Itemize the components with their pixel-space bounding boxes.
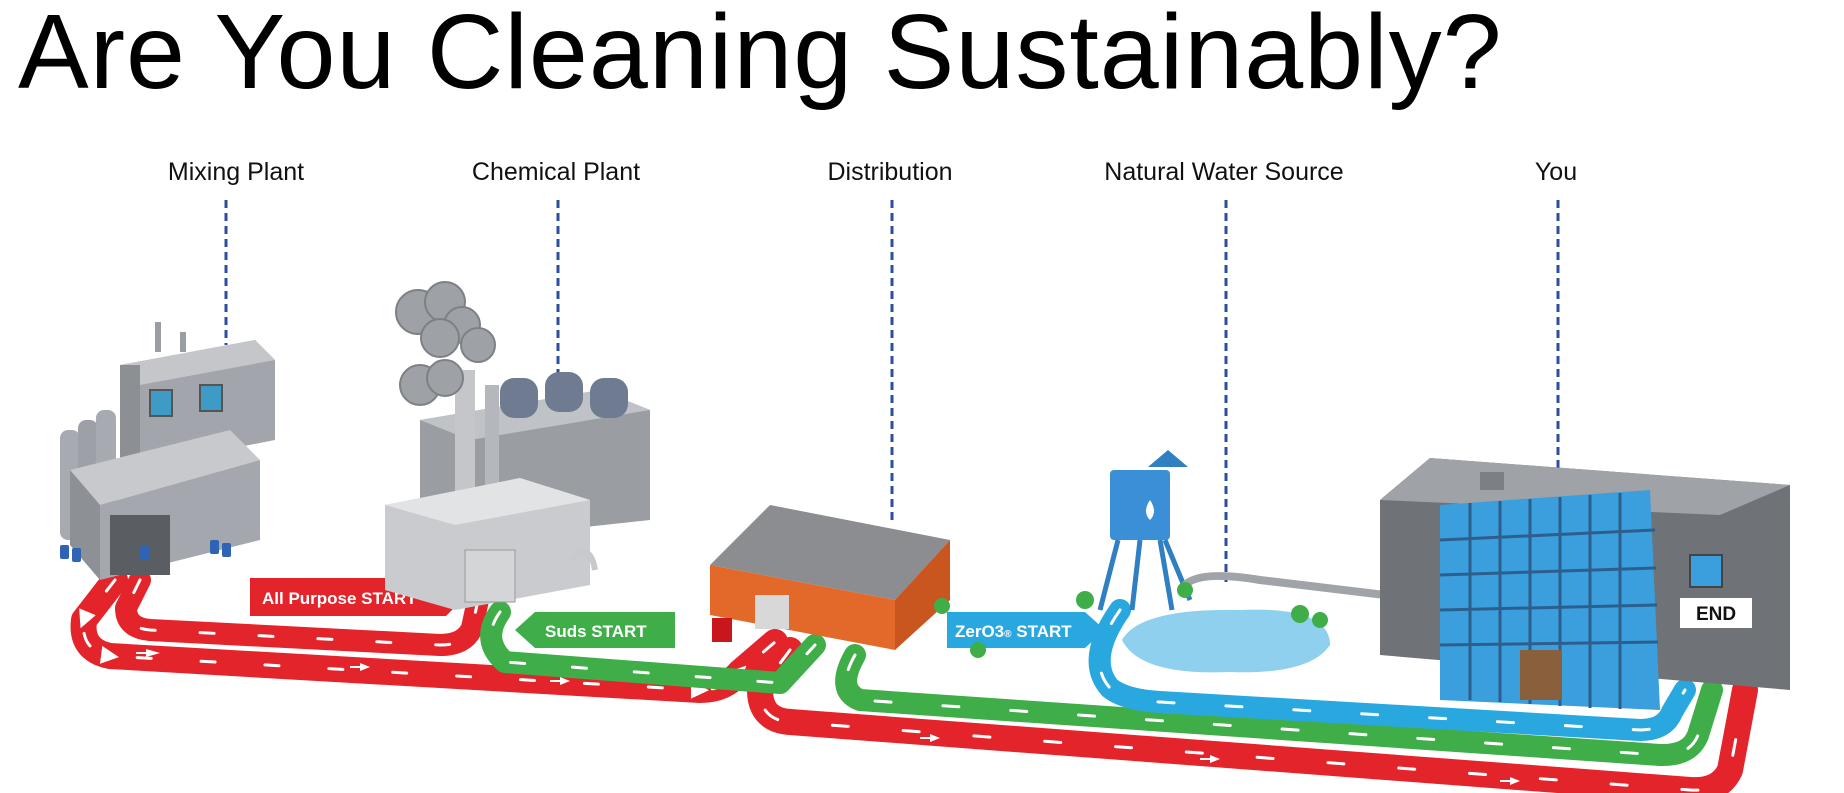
natural-pond xyxy=(1122,609,1330,673)
trees xyxy=(934,582,1328,658)
end-label: END xyxy=(1696,604,1736,625)
tag-zero3-mark: ® xyxy=(1004,629,1012,640)
stage-label-natural-water-source: Natural Water Source xyxy=(1104,158,1344,186)
pipe xyxy=(1182,572,1386,599)
stage-label-distribution: Distribution xyxy=(827,158,953,186)
stage-label-you: You xyxy=(1534,158,1578,186)
stage-label-mixing-plant: Mixing Plant xyxy=(167,158,305,186)
mixing-plant-building xyxy=(60,322,275,580)
leader-lines xyxy=(224,200,1560,582)
route-suds xyxy=(480,601,1723,767)
page-title: Are You Cleaning Sustainably? xyxy=(18,0,1503,111)
route-all-purpose xyxy=(70,567,1758,793)
tag-suds-start: Suds START xyxy=(515,612,675,648)
distribution-warehouse xyxy=(710,505,950,650)
tag-zero3-brand: ZerO3 xyxy=(955,622,1004,641)
svg-text:ZerO3® START: ZerO3® START xyxy=(955,622,1072,641)
tag-zero3-rest: START xyxy=(1012,622,1073,641)
tag-all-purpose-label: All Purpose START xyxy=(262,589,417,608)
route-zero3 xyxy=(1088,599,1696,741)
tag-suds-label: Suds START xyxy=(545,622,647,641)
tag-zero3-start: ZerO3® START xyxy=(947,612,1105,648)
stage-label-chemical-plant: Chemical Plant xyxy=(471,158,641,186)
water-tower xyxy=(1097,450,1193,611)
office-building xyxy=(1380,458,1790,710)
end-sign: END xyxy=(1680,598,1752,628)
direction-arrows xyxy=(136,649,1520,785)
chemical-plant-building xyxy=(385,281,650,610)
